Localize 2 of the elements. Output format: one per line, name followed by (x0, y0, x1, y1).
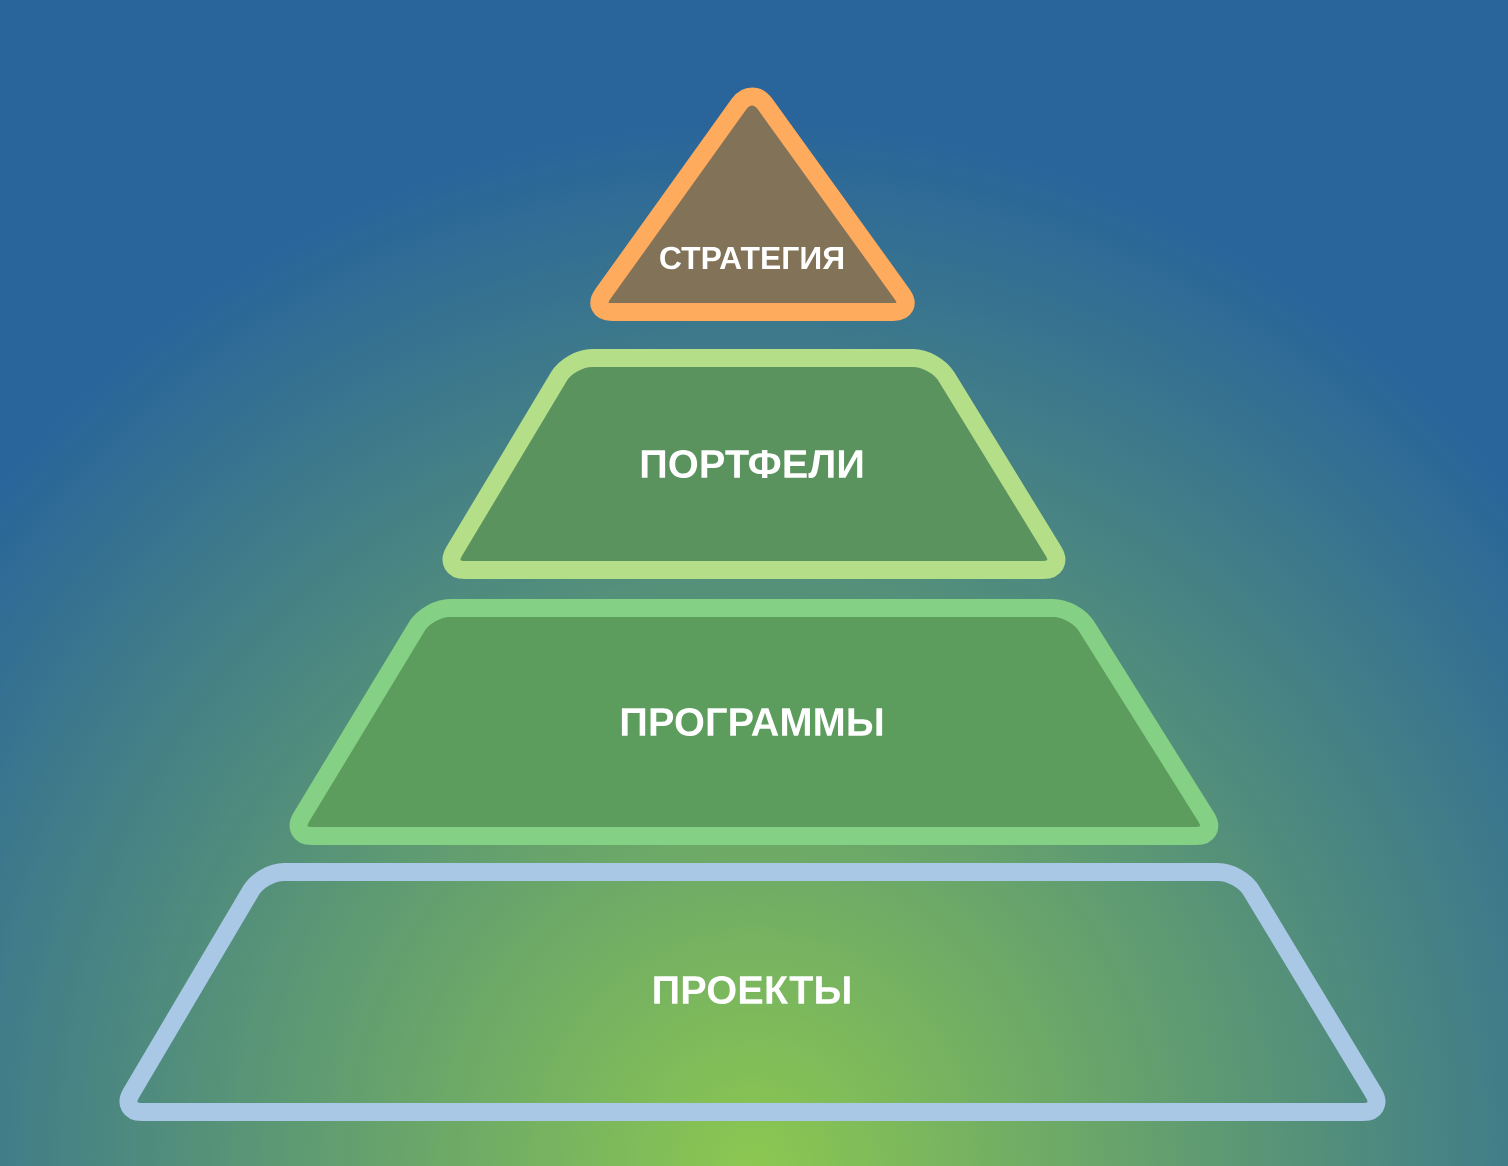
pyramid-level: СТРАТЕГИЯ (590, 87, 915, 321)
pyramid-level: ПРОЕКТЫ (119, 863, 1386, 1121)
